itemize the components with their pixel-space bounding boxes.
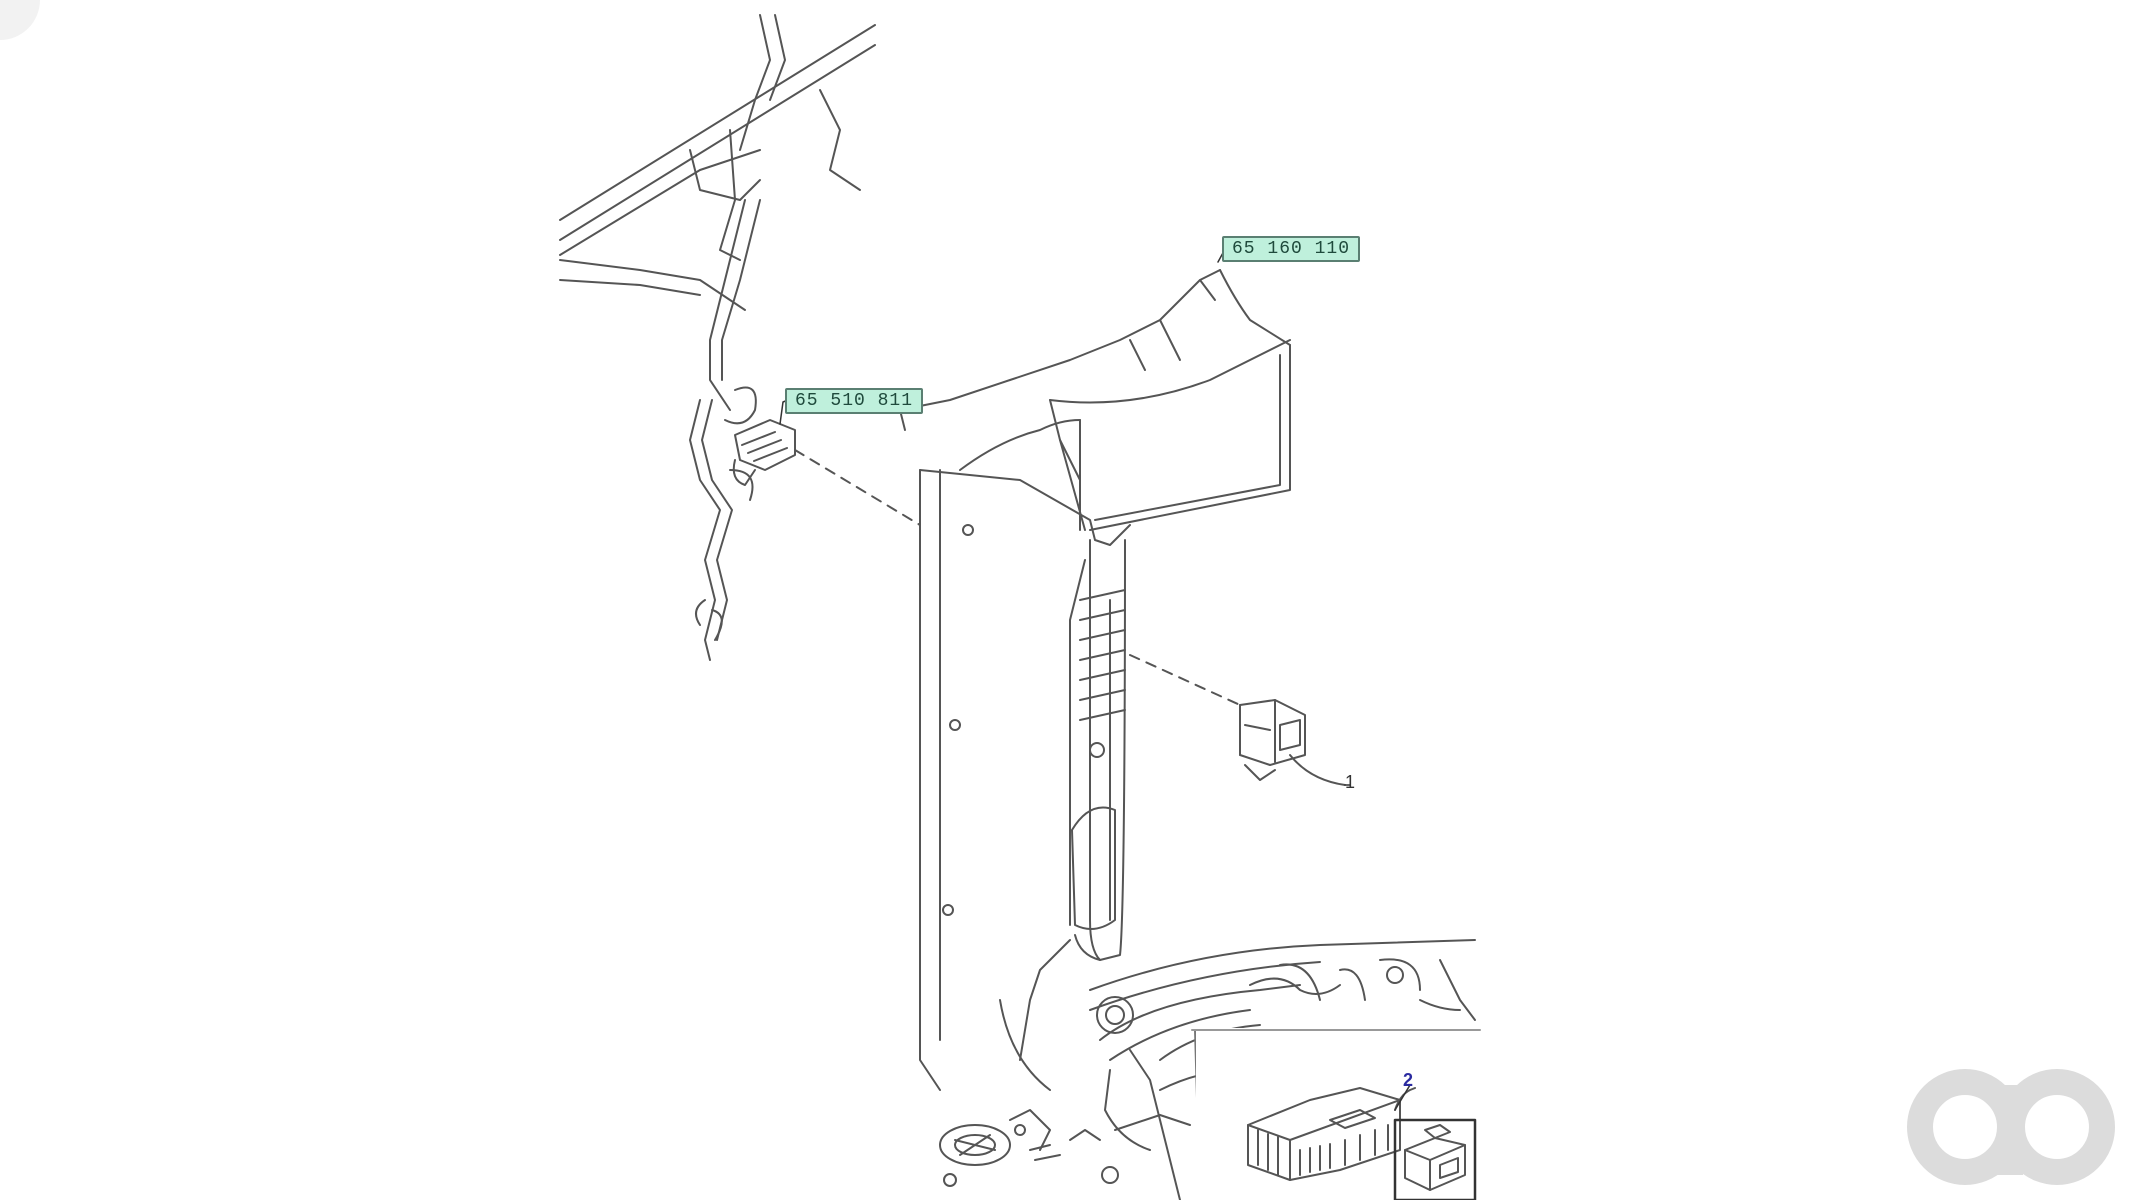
reference-tag-duct[interactable]: 65 160 110 [1222,236,1361,262]
air-duct [899,269,1291,531]
part-detail-box [1393,1118,1477,1200]
alignment-lines [794,449,1241,706]
inset-panel [1191,1028,1481,1200]
item-number-1: 1 [1345,772,1356,792]
pillar-base [939,1109,1191,1187]
switch-part [1239,699,1346,786]
callout-leaders [779,237,1411,1111]
harness-connector [732,419,796,486]
item-number-2: 2 [1403,1070,1414,1090]
reference-tag-harness[interactable]: 65 510 811 [785,388,924,414]
pillar-trim [919,469,1131,1091]
wiring-harness [559,14,876,661]
logo-watermark-icon [1907,1069,2115,1185]
